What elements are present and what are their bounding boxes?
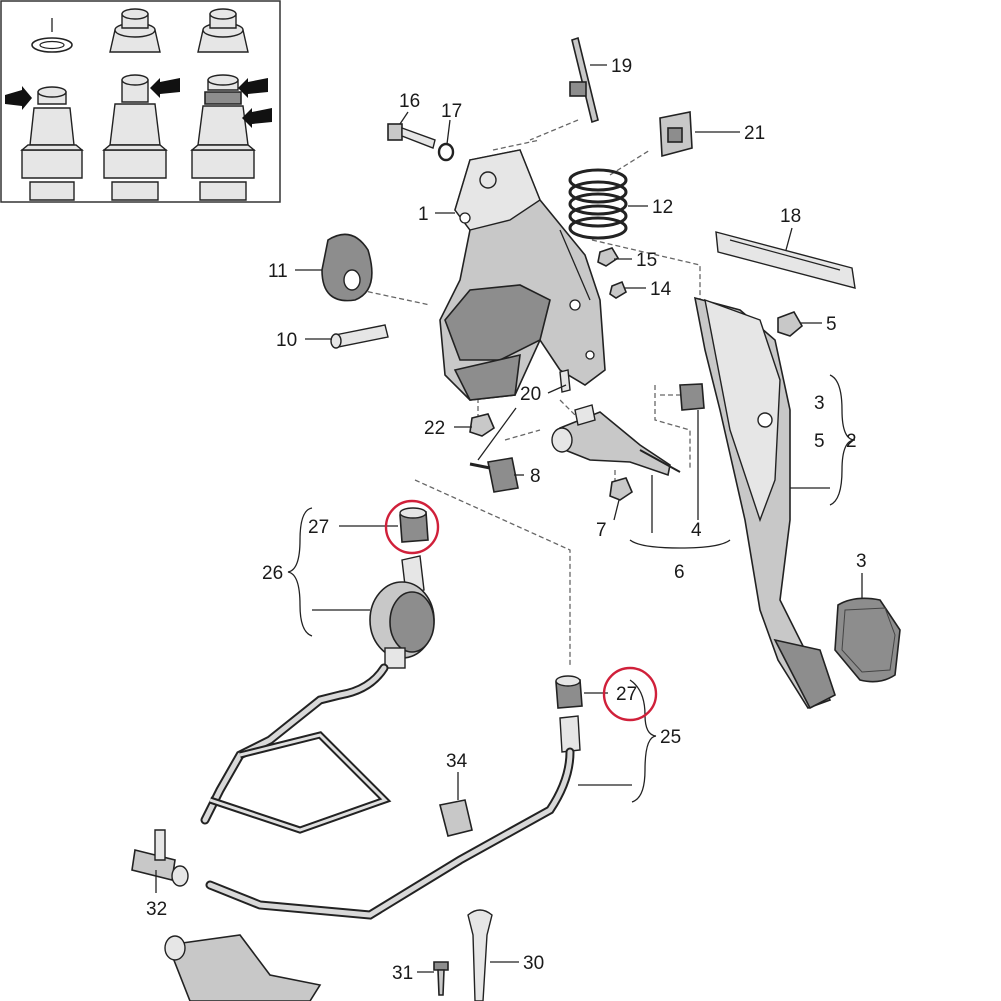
clutch-switch — [679, 383, 705, 411]
callout-6: 6 — [674, 562, 685, 583]
t-connector — [131, 829, 189, 887]
callout-25: 25 — [660, 727, 681, 748]
callout-19: 19 — [611, 56, 632, 77]
callout-12: 12 — [652, 197, 673, 218]
slave-cylinder — [369, 555, 435, 669]
washer — [437, 142, 455, 162]
callout-14: 14 — [650, 279, 672, 300]
cap-27-upper — [399, 507, 429, 543]
pin — [559, 369, 571, 393]
callout-34: 34 — [446, 751, 468, 772]
arrow-icon — [238, 78, 268, 98]
callout-3: 3 — [856, 551, 867, 572]
callout-5-top: 5 — [826, 314, 837, 335]
cap-27-lower — [555, 675, 583, 709]
clip — [569, 36, 599, 124]
callout-4: 4 — [691, 520, 702, 541]
stop-plate — [715, 231, 856, 289]
callout-30: 30 — [523, 953, 544, 974]
callout-22: 22 — [424, 418, 445, 439]
detail-inset — [0, 0, 281, 203]
pedal-bracket — [439, 149, 606, 401]
nut — [609, 477, 633, 501]
highlight-circle-27-upper — [384, 499, 440, 555]
bolt — [387, 123, 436, 149]
callout-27-lower: 27 — [616, 684, 637, 705]
master-cylinder — [551, 404, 681, 477]
inset-variant-2 — [102, 8, 180, 201]
removal-tool — [467, 909, 493, 1001]
hose-clip — [439, 799, 473, 837]
inset-variant-3 — [190, 8, 272, 201]
spring — [568, 168, 628, 240]
pedal-pad — [834, 597, 901, 683]
arrow-icon — [5, 86, 32, 110]
callout-31: 31 — [392, 963, 413, 984]
pivot-pin — [330, 324, 389, 349]
callout-16: 16 — [399, 91, 420, 112]
callout-3-top: 3 — [814, 393, 825, 414]
callout-21: 21 — [744, 123, 765, 144]
callout-15: 15 — [636, 250, 657, 271]
arrow-icon — [150, 78, 180, 98]
callout-2: 2 — [846, 431, 857, 452]
hose-lines — [200, 663, 575, 920]
callout-10: 10 — [276, 330, 297, 351]
hose-fitting — [559, 715, 581, 753]
clutch-sensor — [469, 457, 519, 493]
callout-1: 1 — [418, 204, 429, 225]
arrow-icon — [242, 108, 272, 128]
concentric-slave-assembly — [164, 934, 322, 1001]
callout-27-upper: 27 — [308, 517, 329, 538]
callout-numbers: 19 16 17 21 1 12 18 11 15 14 10 5 3 5 2 … — [146, 56, 867, 984]
highlight-circle-27-lower — [602, 666, 658, 722]
callout-26: 26 — [262, 563, 283, 584]
stop-buffer — [321, 233, 373, 302]
callout-32: 32 — [146, 899, 167, 920]
callout-11: 11 — [268, 261, 288, 282]
screw — [433, 961, 449, 996]
callout-8: 8 — [530, 466, 541, 487]
callout-20: 20 — [520, 384, 541, 405]
callout-7: 7 — [596, 520, 607, 541]
switch-connector — [659, 111, 693, 158]
nut — [469, 413, 495, 437]
callout-5: 5 — [814, 431, 825, 452]
inset-variant-1 — [5, 18, 84, 201]
callout-17: 17 — [441, 101, 462, 122]
nut — [777, 311, 804, 337]
clutch-pedal — [693, 296, 836, 710]
nut — [597, 247, 627, 299]
leader-lines — [155, 64, 863, 973]
callout-18: 18 — [780, 206, 801, 227]
